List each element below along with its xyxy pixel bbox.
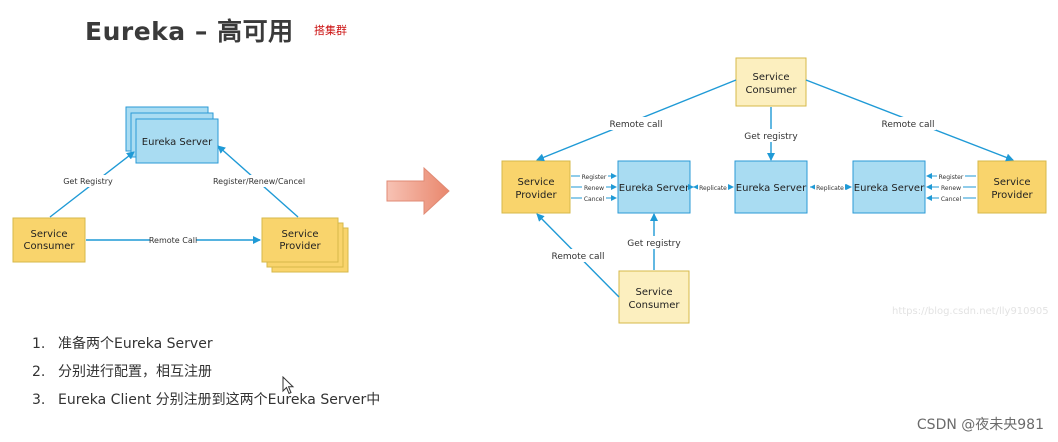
left-service-provider — [261, 217, 339, 263]
replicate-label-2: Replicate — [816, 185, 844, 192]
left-service-consumer — [12, 217, 86, 263]
blog-watermark: https://blog.csdn.net/lly910905 — [892, 306, 1049, 317]
step-number: 3. — [32, 392, 46, 408]
bottom-service-consumer — [618, 270, 690, 324]
step-number: 2. — [32, 364, 46, 380]
left-provider-line1: Service — [518, 177, 555, 188]
step-text: 准备两个Eureka Server — [58, 336, 213, 352]
step-item: 1. 准备两个Eureka Server — [32, 333, 380, 361]
left-consumer-line2: Consumer — [24, 241, 76, 252]
steps-list: 1. 准备两个Eureka Server 2. 分别进行配置，相互注册 3. Eure… — [32, 333, 380, 417]
get-registry-bottom-label: Get registry — [627, 239, 681, 249]
right-renew-label: Renew — [941, 185, 961, 192]
left-register-label: Register — [582, 174, 607, 181]
top-consumer-line1: Service — [753, 72, 790, 83]
bottom-consumer-line1: Service — [636, 287, 673, 298]
left-remote-call-label: Remote Call — [149, 236, 197, 245]
right-diagram: Service Consumer Service Provider Eureka… — [501, 57, 1047, 324]
right-provider-line1: Service — [994, 177, 1031, 188]
eureka-server-1-label: Eureka Server — [619, 183, 690, 194]
replicate-label-1: Replicate — [699, 185, 727, 192]
left-renew-label: Renew — [584, 185, 604, 192]
right-right-provider — [977, 160, 1047, 214]
right-register-label: Register — [939, 174, 964, 181]
right-provider-line2: Provider — [991, 190, 1033, 201]
left-provider-line2: Provider — [515, 190, 557, 201]
eureka-server-2 — [734, 160, 808, 214]
bottom-consumer-line2: Consumer — [629, 300, 681, 311]
right-left-provider — [501, 160, 571, 214]
left-server-label: Eureka Server — [142, 137, 213, 148]
eureka-server-1 — [617, 160, 691, 214]
step-item: 2. 分别进行配置，相互注册 — [32, 361, 380, 389]
left-consumer-line1: Service — [31, 229, 68, 240]
left-get-registry-label: Get Registry — [63, 177, 113, 186]
footer-attribution: CSDN @夜未央981 — [916, 417, 1044, 433]
step-text: 分别进行配置，相互注册 — [58, 364, 212, 380]
left-provider-line2: Provider — [279, 241, 321, 252]
left-register-label: Register/Renew/Cancel — [213, 177, 305, 186]
step-text: Eureka Client 分别注册到这两个Eureka Server中 — [58, 392, 381, 408]
cluster-tag: 搭集群 — [314, 24, 347, 37]
eureka-server-2-label: Eureka Server — [736, 183, 807, 194]
right-cancel-label: Cancel — [941, 196, 962, 203]
remote-call-bottom-label: Remote call — [551, 252, 604, 262]
left-diagram: Eureka Server Service Consumer Service P… — [12, 106, 349, 273]
left-eureka-server — [135, 118, 219, 164]
eureka-server-3-label: Eureka Server — [854, 183, 925, 194]
left-provider-line1: Service — [282, 229, 319, 240]
remote-call-left-label: Remote call — [609, 120, 662, 130]
top-service-consumer — [735, 57, 807, 107]
eureka-server-3 — [852, 160, 926, 214]
top-consumer-line2: Consumer — [746, 85, 798, 96]
get-registry-top-label: Get registry — [744, 132, 798, 142]
transition-arrow-icon — [386, 166, 450, 216]
page-title: Eureka – 高可用 — [85, 17, 294, 46]
left-cancel-label: Cancel — [584, 196, 605, 203]
remote-call-right-label: Remote call — [881, 120, 934, 130]
step-number: 1. — [32, 336, 46, 352]
step-item: 3. Eureka Client 分别注册到这两个Eureka Server中 — [32, 389, 380, 417]
mouse-cursor-icon — [282, 376, 295, 395]
